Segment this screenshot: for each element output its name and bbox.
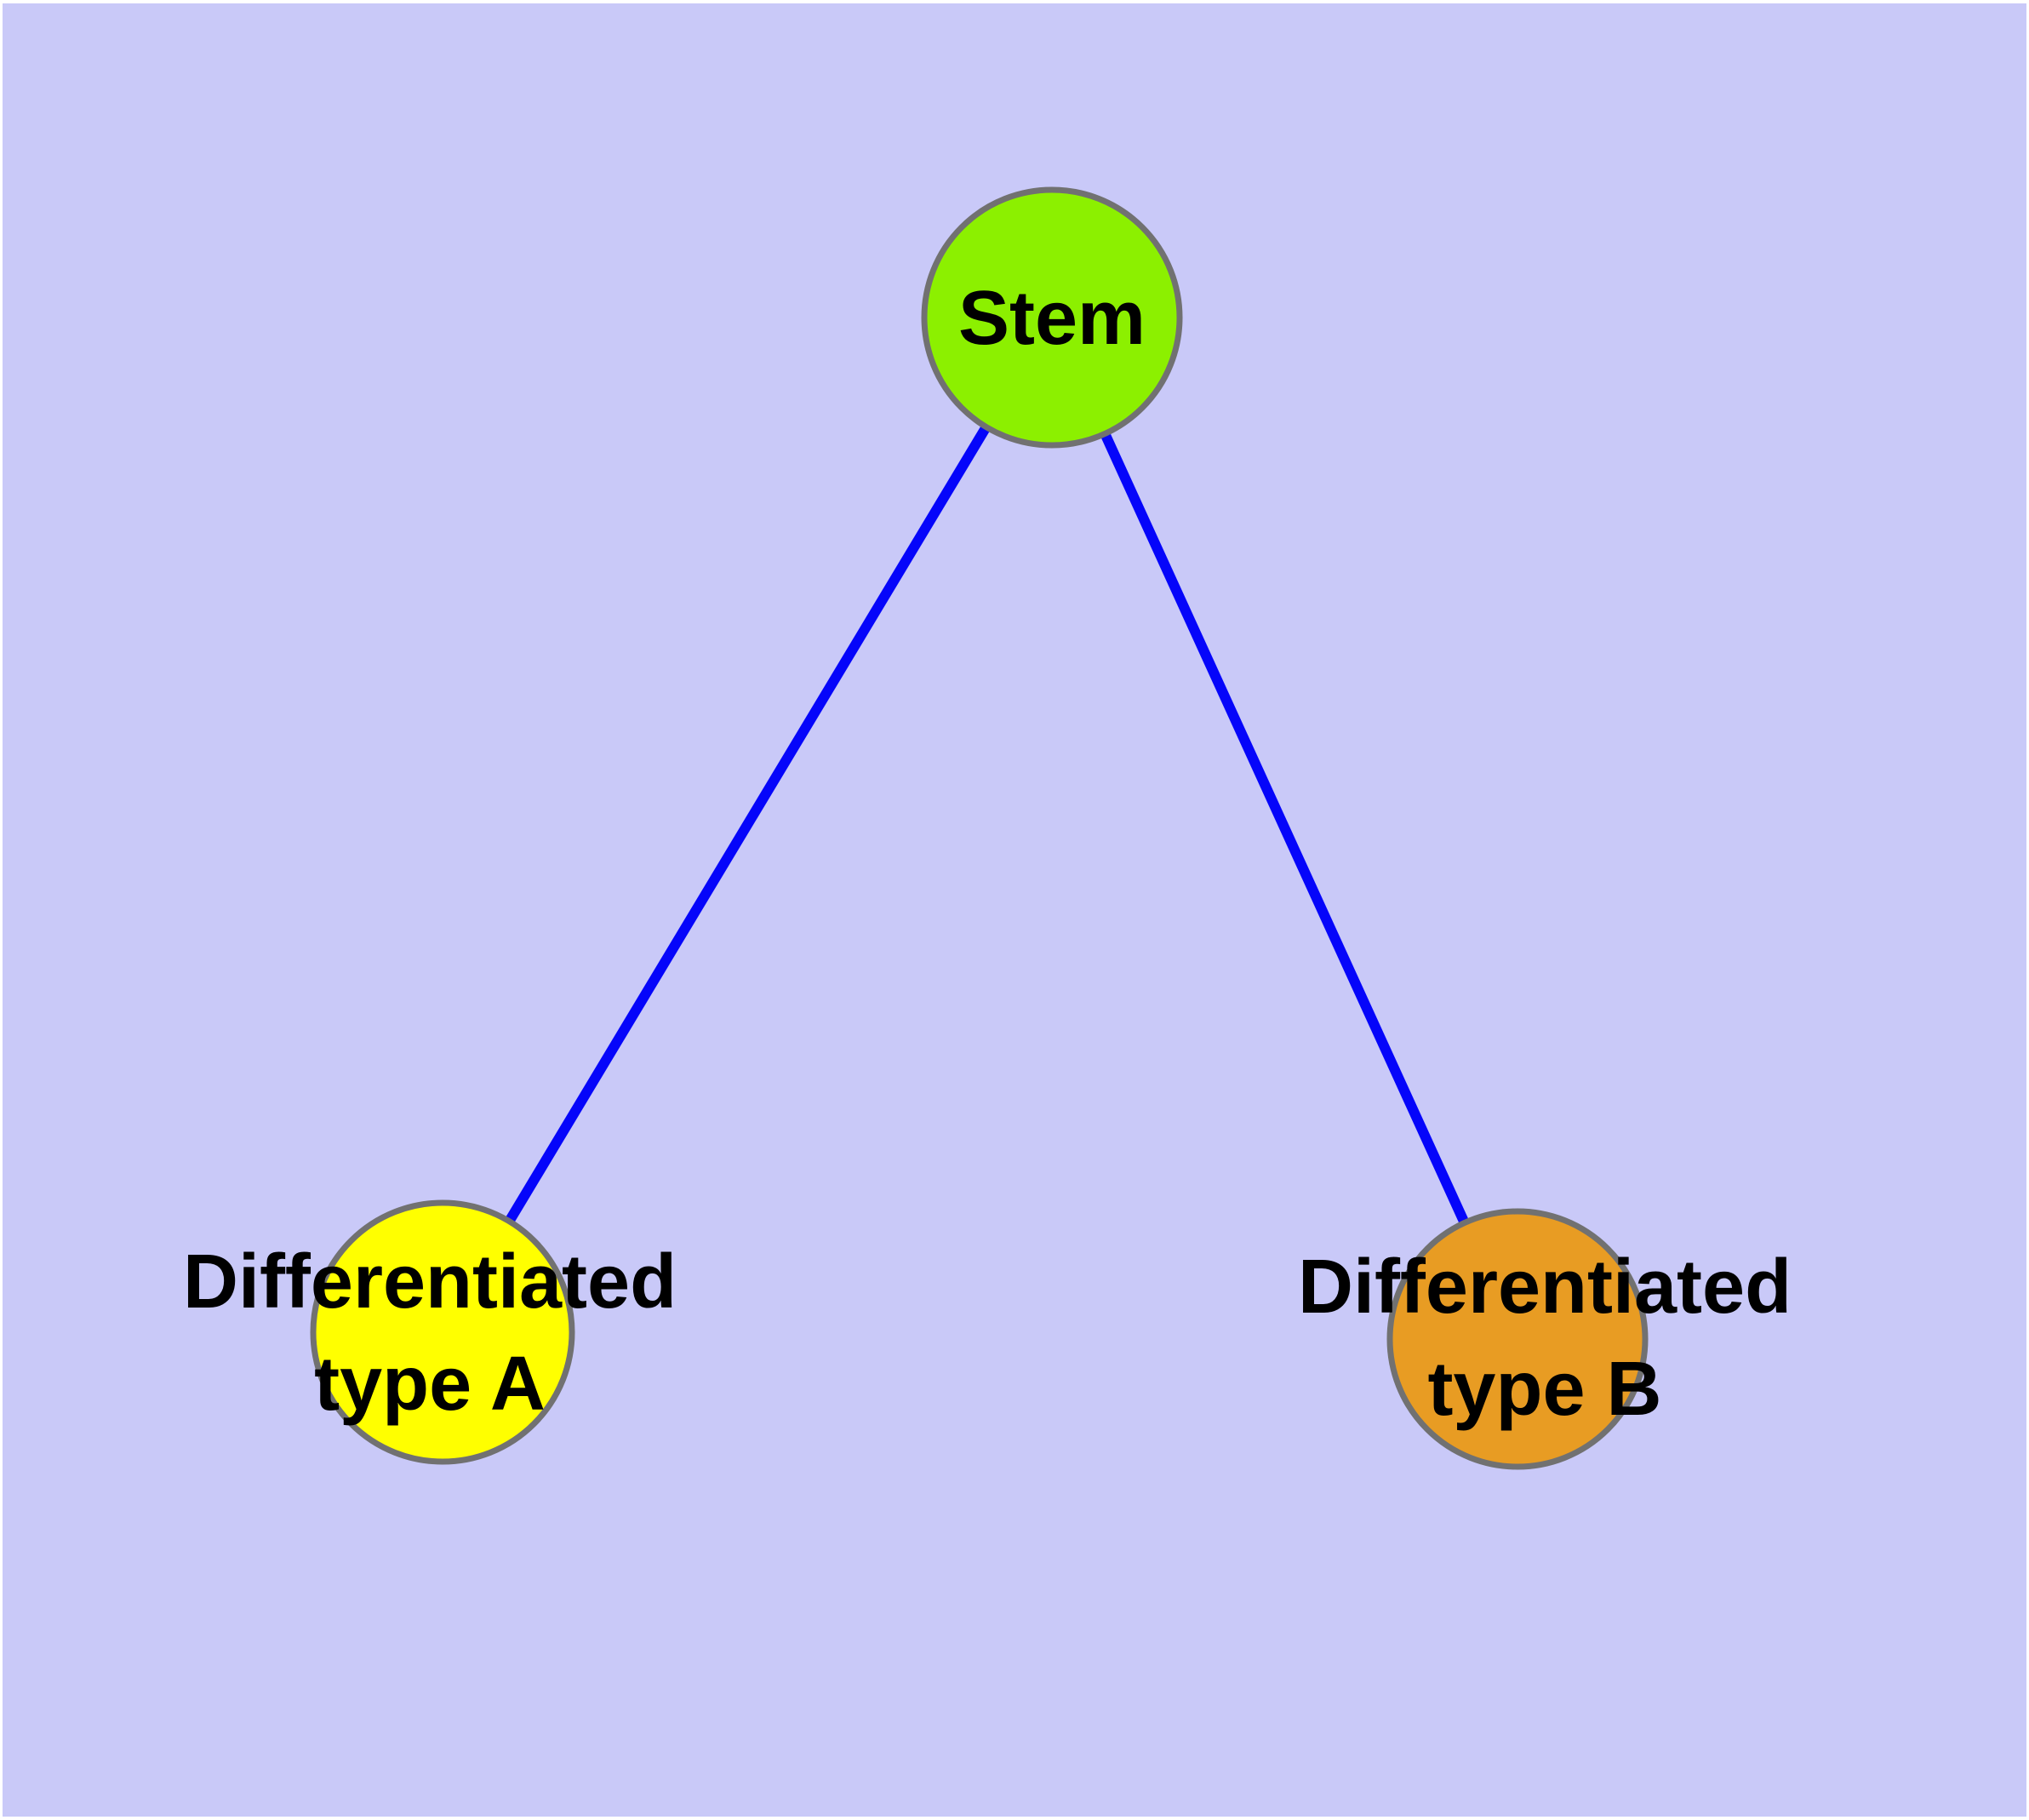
node-type-a-label-line2: type A bbox=[314, 1342, 546, 1427]
node-stem-circle bbox=[921, 186, 1183, 449]
node-type-b-circle bbox=[1386, 1208, 1649, 1470]
node-type-b-label-line1: Differentiated bbox=[1297, 1245, 1792, 1330]
node-type-a-label-line1: Differentiated bbox=[182, 1239, 677, 1325]
node-type-a-circle bbox=[310, 1199, 575, 1465]
node-stem-label: Stem bbox=[957, 276, 1146, 361]
node-type-b-label-line2: type B bbox=[1427, 1347, 1662, 1432]
edge-stem-to-type-b bbox=[1047, 315, 1523, 1342]
edge-stem-to-type-a bbox=[437, 314, 1057, 1336]
node-type-b-label: Differentiated type B bbox=[1298, 1236, 1792, 1440]
node-type-a-label: Differentiated type A bbox=[183, 1231, 677, 1435]
